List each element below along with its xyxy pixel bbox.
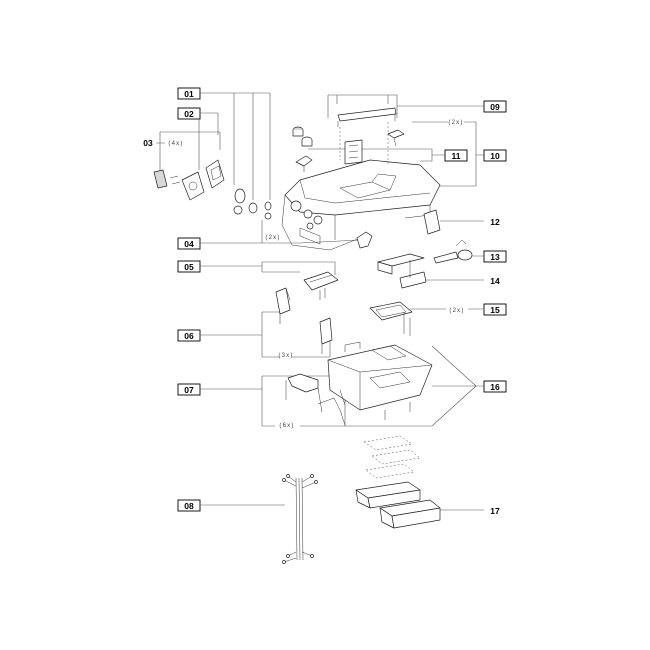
callout-13-text: 13 xyxy=(490,252,500,262)
part-06-fittings xyxy=(275,287,333,354)
callout-06-text: 06 xyxy=(184,331,194,341)
part-12-cover-plate xyxy=(423,209,441,235)
callout-03-text: 03 xyxy=(143,138,153,148)
part-01-fasteners xyxy=(233,188,272,220)
callout-16: 16 xyxy=(483,380,507,393)
callout-16-text: 16 xyxy=(490,382,500,392)
leader-lines xyxy=(156,92,484,511)
callout-07: 07 xyxy=(177,383,201,396)
qty-6x: (6x) xyxy=(279,423,294,429)
callout-14: 14 xyxy=(490,276,500,286)
part-14-bracket xyxy=(377,253,427,289)
callout-13: 13 xyxy=(483,250,507,263)
callout-04: 04 xyxy=(177,237,201,250)
part-10-housing-cover xyxy=(281,159,441,251)
part-knobs xyxy=(292,126,313,147)
qty-2x-15: (2x) xyxy=(449,308,464,314)
callout-09-text: 09 xyxy=(490,102,500,112)
part-16-base xyxy=(327,341,433,420)
part-09-handle xyxy=(337,107,397,165)
callout-07-text: 07 xyxy=(184,385,194,395)
part-04-clip xyxy=(356,231,373,249)
callout-03: 03 xyxy=(143,138,153,148)
qty-2x-mid: (2x) xyxy=(265,235,280,241)
part-03-side-panel xyxy=(153,159,225,201)
part-05-bracket xyxy=(303,271,339,300)
callout-02: 02 xyxy=(177,107,201,120)
callout-05-text: 05 xyxy=(184,262,194,272)
qty-2x-top: (2x) xyxy=(448,120,463,126)
qty-3x: (3x) xyxy=(278,353,293,359)
part-11-latches xyxy=(295,129,405,172)
callout-12-text: 12 xyxy=(490,217,500,227)
qty-4x: (4x) xyxy=(168,141,183,147)
callout-02-text: 02 xyxy=(184,109,194,119)
callout-01-text: 01 xyxy=(184,89,194,99)
callout-15-text: 15 xyxy=(490,305,500,315)
callout-17-text: 17 xyxy=(490,506,500,516)
part-13-nozzle xyxy=(433,239,473,264)
part-08-wiring-harness xyxy=(282,474,318,564)
callout-12: 12 xyxy=(490,217,500,227)
callout-10-text: 10 xyxy=(490,151,500,161)
callout-17: 17 xyxy=(490,506,500,516)
callout-08: 08 xyxy=(177,499,201,512)
callout-01: 01 xyxy=(177,87,201,100)
part-17-trays xyxy=(355,435,441,529)
part-15-frame xyxy=(369,301,413,336)
callout-08-text: 08 xyxy=(184,501,194,511)
callout-14-text: 14 xyxy=(490,276,500,286)
callout-11-text: 11 xyxy=(452,151,461,161)
callout-10: 10 xyxy=(483,149,507,162)
part-07-hoses xyxy=(285,373,346,426)
callout-04-text: 04 xyxy=(184,239,194,249)
callout-06: 06 xyxy=(177,329,201,342)
callout-05: 05 xyxy=(177,260,201,273)
callout-11: 11 xyxy=(444,149,468,162)
callout-09: 09 xyxy=(483,100,507,113)
callout-15: 15 xyxy=(483,303,507,316)
